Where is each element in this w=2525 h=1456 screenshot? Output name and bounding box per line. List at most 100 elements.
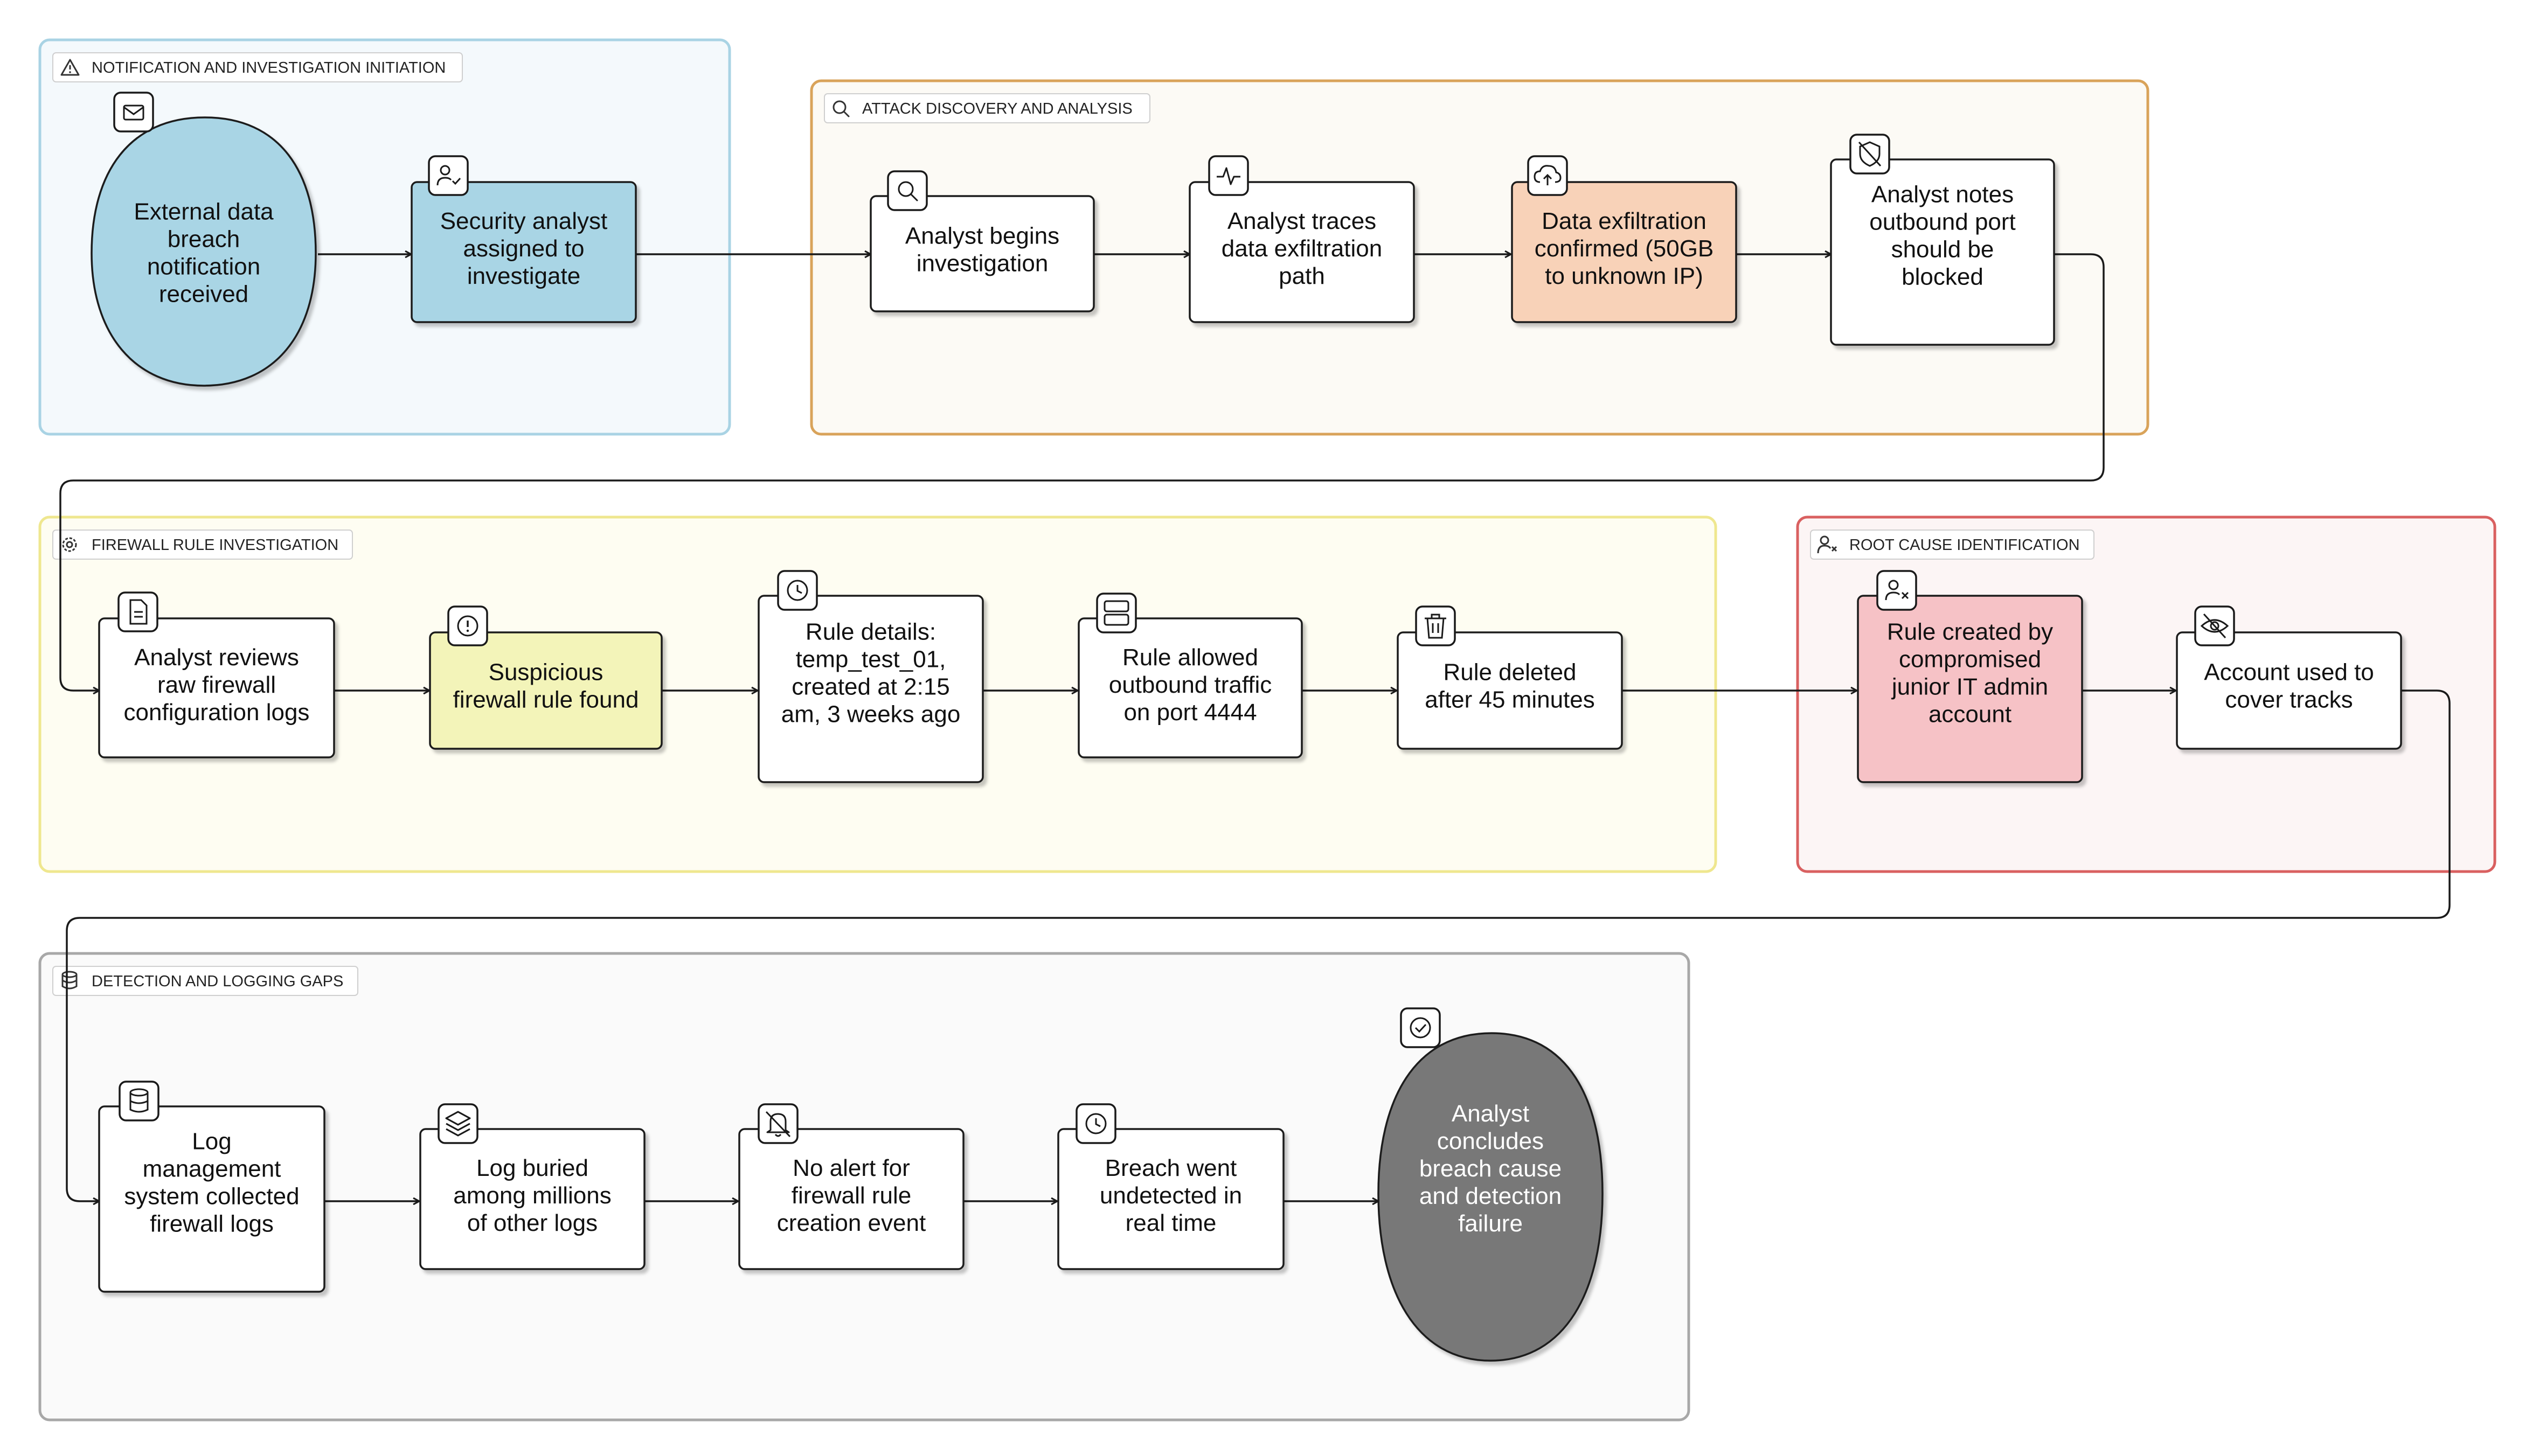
- trash-icon: [1415, 605, 1456, 646]
- node-label-line: creation event: [777, 1210, 926, 1236]
- node-label-line: Rule details:: [806, 619, 936, 645]
- node-label-line: management: [143, 1156, 281, 1182]
- user-check-icon: [428, 155, 469, 196]
- alert-circle-icon: [447, 605, 488, 646]
- node-label-line: Analyst: [1452, 1100, 1529, 1127]
- group-label-firewall: FIREWALL RULE INVESTIGATION: [92, 537, 338, 554]
- node-label-line: Rule deleted: [1443, 659, 1576, 686]
- group-label-root-cause: ROOT CAUSE IDENTIFICATION: [1849, 537, 2080, 554]
- shield-off-icon: [1849, 134, 1890, 175]
- node-label-line: Account used to: [2204, 659, 2374, 686]
- node-label-line: Analyst reviews: [134, 644, 299, 671]
- node-label-line: path: [1279, 263, 1325, 289]
- node-label-line: Log buried: [476, 1155, 588, 1181]
- edge-n6-n7: [59, 253, 2105, 691]
- eye-off-icon: [2194, 605, 2235, 646]
- node-label-line: data exfiltration: [1222, 235, 1382, 262]
- node-label-line: undetected in: [1100, 1182, 1242, 1209]
- cloud-upload-icon: [1527, 155, 1568, 196]
- node-label-line: am, 3 weeks ago: [781, 701, 961, 728]
- database-icon: [61, 971, 78, 990]
- node-label-line: system collected: [124, 1183, 299, 1210]
- node-label-line: Security analyst: [440, 208, 608, 234]
- node-label-line: temp_test_01,: [796, 646, 946, 673]
- node-label-line: of other logs: [467, 1210, 598, 1236]
- file-text-icon: [117, 591, 158, 632]
- node-label-line: compromised: [1899, 646, 2041, 673]
- node-rule-details[interactable]: Rule details:temp_test_01,created at 2:1…: [758, 595, 984, 783]
- node-label-line: junior IT admin: [1891, 674, 2048, 700]
- bell-off-icon: [758, 1103, 799, 1144]
- warning-triangle-icon: [60, 59, 80, 76]
- node-label-line: to unknown IP): [1545, 263, 1703, 289]
- node-label-line: assigned to: [463, 235, 584, 262]
- node-label-line: and detection: [1419, 1183, 1562, 1209]
- node-label-line: outbound traffic: [1109, 672, 1272, 698]
- node-label-line: blocked: [1902, 264, 1983, 290]
- node-label-line: External data: [134, 199, 274, 225]
- node-label-line: among millions: [453, 1182, 611, 1209]
- node-label-line: Data exfiltration: [1542, 208, 1707, 234]
- node-label-line: raw firewall: [157, 672, 276, 698]
- node-label-line: after 45 minutes: [1425, 687, 1595, 713]
- gear-icon: [62, 537, 77, 552]
- group-label-attack: ATTACK DISCOVERY AND ANALYSIS: [862, 100, 1133, 117]
- user-x-icon: [1817, 535, 1837, 554]
- edge-n13-n14: [66, 689, 2451, 1201]
- node-label-line: Log: [192, 1128, 231, 1155]
- activity-icon: [1208, 155, 1249, 196]
- user-x-icon: [1876, 570, 1917, 611]
- node-label-line: on port 4444: [1123, 699, 1257, 726]
- clock-icon: [1076, 1103, 1116, 1144]
- connectors: [59, 253, 2451, 1201]
- search-icon: [833, 100, 850, 117]
- node-label-line: cover tracks: [2225, 687, 2353, 713]
- node-label-line: firewall logs: [150, 1211, 274, 1237]
- clock-icon: [777, 570, 818, 611]
- check-circle-icon: [1400, 1007, 1441, 1048]
- node-label-line: firewall rule found: [453, 687, 639, 713]
- node-label-line: outbound port: [1869, 209, 2016, 235]
- node-label-line: firewall rule: [792, 1182, 912, 1209]
- layers-icon: [438, 1103, 478, 1144]
- node-label-line: failure: [1458, 1210, 1523, 1237]
- node-label-line: Analyst notes: [1871, 182, 2014, 208]
- node-label-line: Breach went: [1105, 1155, 1237, 1181]
- node-label-line: confirmed (50GB: [1535, 235, 1714, 262]
- server-icon: [1096, 593, 1137, 633]
- node-label-line: Analyst traces: [1227, 208, 1376, 234]
- node-label-line: should be: [1891, 236, 1994, 263]
- node-label-line: configuration logs: [124, 699, 310, 726]
